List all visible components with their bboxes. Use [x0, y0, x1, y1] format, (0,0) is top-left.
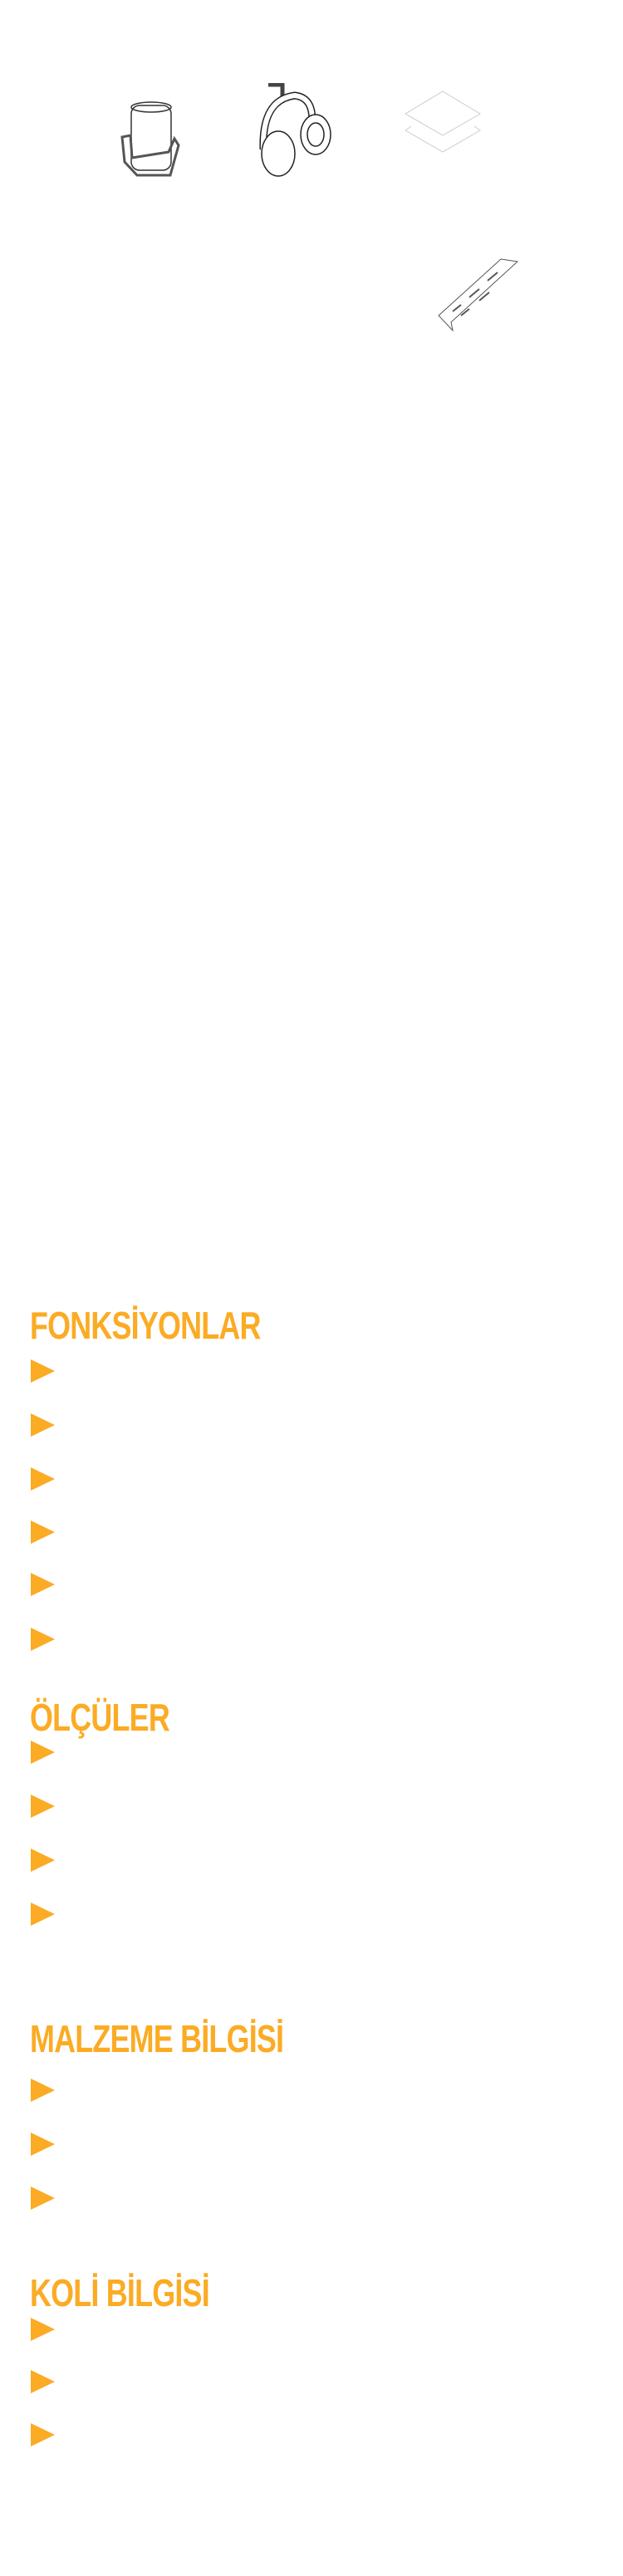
bullet-arrow-icon	[31, 2370, 55, 2393]
bullet-arrow-icon	[31, 2187, 55, 2210]
bullet-arrow-icon	[31, 1741, 55, 1764]
bullet-arrow-icon	[31, 1628, 55, 1651]
bullet-arrow-icon	[31, 1849, 55, 1872]
section-title-box-info: KOLİ BİLGİSİ	[30, 2271, 210, 2314]
bullet-arrow-icon	[31, 2318, 55, 2341]
bullet-arrow-icon	[31, 1573, 55, 1596]
bullet-arrow-icon	[31, 2079, 55, 2102]
headphone-hanger-icon	[259, 83, 331, 177]
bullet-arrow-icon	[31, 1903, 55, 1926]
bullet-arrow-icon	[31, 1795, 55, 1818]
bullet-arrow-icon	[31, 1413, 55, 1437]
bullet-arrow-icon	[31, 2423, 55, 2446]
bullet-arrow-icon	[31, 1521, 55, 1544]
bullet-arrow-icon	[31, 1359, 55, 1383]
layers-icon	[405, 91, 481, 153]
bullet-arrow-icon	[31, 1467, 55, 1491]
section-title-material: MALZEME BİLGİSİ	[30, 2017, 284, 2060]
section-title-dimensions: ÖLÇÜLER	[30, 1696, 170, 1739]
can-holder-icon	[120, 101, 180, 177]
section-title-functions: FONKSİYONLAR	[30, 1304, 261, 1347]
cable-strip-icon	[438, 258, 519, 332]
bullet-arrow-icon	[31, 2133, 55, 2156]
